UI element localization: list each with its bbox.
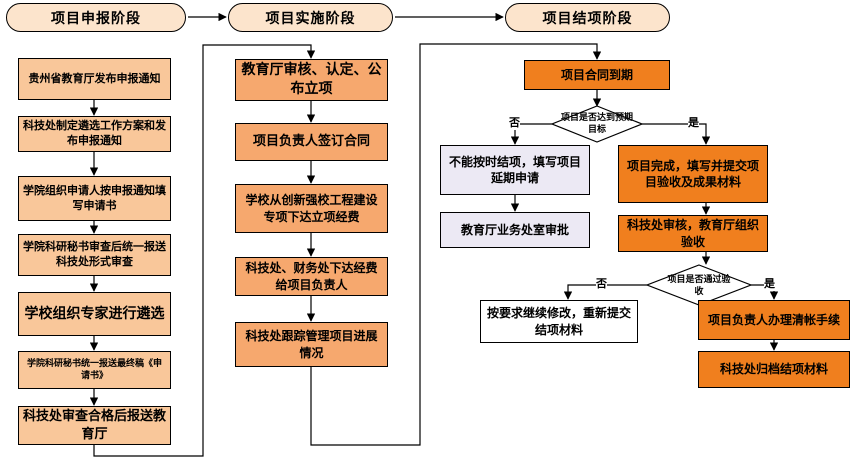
decision-1-yes-label: 是 bbox=[688, 116, 699, 130]
decision-2-text: 项目是否通过验收 bbox=[667, 274, 731, 297]
revise-box: 按要求继续修改，重新提交结项材料 bbox=[480, 300, 638, 343]
decision-1-no-label: 否 bbox=[509, 116, 520, 130]
phase-implement: 项目实施阶段 bbox=[228, 3, 393, 32]
apply-step-5: 学校组织专家进行遴选 bbox=[18, 292, 171, 336]
edu-approval-box: 教育厅业务处室审批 bbox=[440, 212, 590, 248]
completed-box: 项目完成，填写并提交项目验收及成果材料 bbox=[618, 145, 768, 203]
decision-2-yes-label: 是 bbox=[764, 277, 775, 291]
archive-box: 科技处归档结项材料 bbox=[698, 351, 850, 388]
closeout-box: 项目负责人办理清帐手续 bbox=[698, 300, 850, 340]
phase-apply: 项目申报阶段 bbox=[6, 3, 186, 32]
sci-review-box: 科技处审核，教育厅组织验收 bbox=[618, 215, 768, 252]
apply-step-1: 贵州省教育厅发布申报通知 bbox=[18, 58, 171, 100]
cannot-finish-box: 不能按时结项，填写项目延期申请 bbox=[440, 145, 590, 195]
decision-2-no-label: 否 bbox=[596, 277, 607, 291]
implement-step-5: 科技处跟踪管理项目进展情况 bbox=[235, 322, 388, 367]
implement-step-4: 科技处、财务处下达经费给项目负责人 bbox=[235, 257, 388, 296]
apply-step-2: 科技处制定遴选工作方案和发布申报通知 bbox=[18, 116, 171, 152]
decision-diamond-1 bbox=[550, 105, 644, 143]
apply-step-3: 学院组织申请人按申报通知填写申请书 bbox=[18, 176, 171, 221]
apply-step-7: 科技处审查合格后报送教育厅 bbox=[18, 406, 171, 445]
phase-finish: 项目结项阶段 bbox=[505, 3, 670, 32]
contract-due-box: 项目合同到期 bbox=[524, 60, 670, 90]
apply-step-6: 学院科研秘书统一报送最终稿《申请书》 bbox=[18, 351, 171, 389]
implement-step-3: 学校从创新强校工程建设专项下达立项经费 bbox=[235, 184, 388, 233]
apply-step-4: 学院科研秘书审查后统一报送科技处形式审查 bbox=[18, 234, 171, 276]
implement-step-1: 教育厅审核、认定、公布立项 bbox=[235, 59, 388, 101]
implement-step-2: 项目负责人签订合同 bbox=[235, 123, 388, 161]
decision-1-text: 项目是否达到预期目标 bbox=[560, 113, 633, 135]
